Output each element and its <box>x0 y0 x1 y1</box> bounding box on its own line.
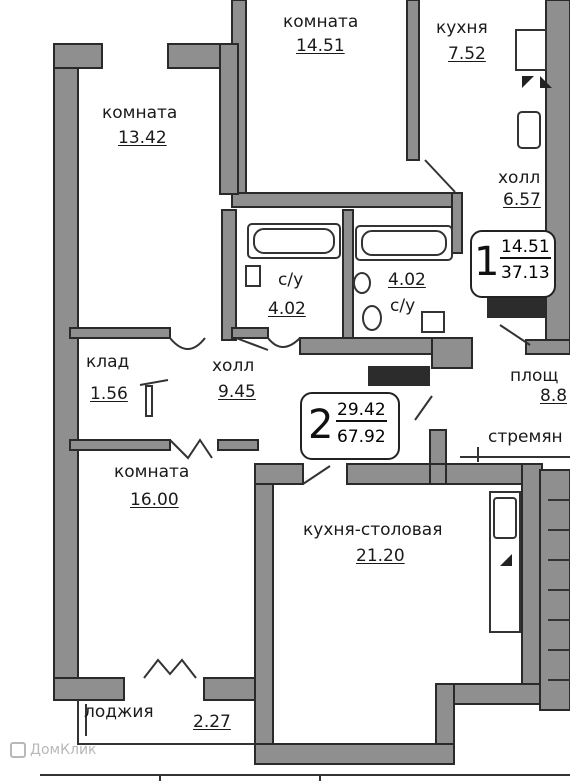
kitchen-dining-area: 21.20 <box>356 546 405 566</box>
room-bottom-name: комната <box>114 462 190 482</box>
hall-name: холл <box>212 356 255 376</box>
door-swing <box>302 465 331 485</box>
loggia-outline <box>77 700 255 745</box>
landing-name: площ <box>510 366 559 386</box>
kitchen-dining-name: кухня-столовая <box>303 520 443 540</box>
apartment-2-total-area: 67.92 <box>337 427 386 447</box>
wall <box>69 327 171 339</box>
apartment-1-total-area: 37.13 <box>501 263 550 283</box>
walls <box>53 0 570 765</box>
redaction-mark <box>368 366 430 386</box>
fixture <box>245 265 261 287</box>
wall <box>221 209 237 341</box>
hall-top-area: 6.57 <box>503 190 541 210</box>
kitchen-counter <box>489 491 521 633</box>
bathtub <box>355 225 453 261</box>
wall <box>231 192 459 208</box>
door-swing <box>424 159 456 193</box>
apartment-2-badge: 2 29.42 67.92 <box>300 392 400 460</box>
wall <box>69 439 171 451</box>
counter <box>515 29 547 71</box>
washer <box>421 311 445 333</box>
wall <box>53 43 103 69</box>
stove-icon <box>500 554 512 566</box>
redaction-mark <box>487 296 545 318</box>
door-swing <box>169 438 213 460</box>
bathtub <box>247 223 341 259</box>
wc-left-area: 4.02 <box>268 299 306 319</box>
kitchen-sink <box>493 497 517 539</box>
watermark-text: ДомКлик <box>30 742 97 758</box>
ladder-label: стремян <box>488 427 563 447</box>
door-swing <box>139 379 169 386</box>
stove-icon <box>540 76 552 88</box>
loggia-name: лоджия <box>84 702 154 722</box>
sink <box>353 272 371 294</box>
wall <box>254 743 455 765</box>
wall <box>431 337 473 369</box>
domclick-logo-icon <box>10 742 26 758</box>
storage-door <box>145 385 153 417</box>
wall <box>203 677 261 701</box>
wc-right-name: с/у <box>390 296 416 316</box>
toilet <box>362 305 382 331</box>
room-bottom-area: 16.00 <box>130 490 179 510</box>
wall <box>231 327 269 339</box>
kitchen-top-area: 7.52 <box>448 44 486 64</box>
apartment-2-number: 2 <box>308 402 334 448</box>
wall <box>53 677 125 701</box>
wall <box>342 209 354 341</box>
storage-area: 1.56 <box>90 384 128 404</box>
apartment-1-badge: 1 14.51 37.13 <box>470 230 556 298</box>
wall <box>219 43 239 195</box>
wall <box>429 463 447 485</box>
wc-left-name: с/у <box>278 270 304 290</box>
wall <box>406 0 420 161</box>
wall <box>525 339 570 355</box>
landing-area: 8.8 <box>540 386 568 406</box>
wall <box>451 192 463 254</box>
watermark: ДомКлик <box>10 742 97 758</box>
door-swing <box>169 337 206 350</box>
wc-right-area: 4.02 <box>388 270 426 290</box>
kitchen-top-name: кухня <box>436 18 488 38</box>
room-top-name: комната <box>283 12 359 32</box>
apartment-2-living-area: 29.42 <box>336 400 387 422</box>
hall-top-name: холл <box>498 168 541 188</box>
room-left-name: комната <box>102 103 178 123</box>
stove-marks <box>500 76 552 566</box>
bathtub-inner <box>361 230 447 256</box>
wall <box>53 43 79 701</box>
storage-name: клад <box>86 352 130 372</box>
sink-top <box>517 111 541 149</box>
loggia-area: 2.27 <box>193 712 231 732</box>
door-swing <box>414 395 433 421</box>
thin-lines <box>40 29 570 781</box>
bathtub-inner <box>253 228 335 254</box>
door-swing <box>499 324 531 346</box>
room-top-area: 14.51 <box>296 36 345 56</box>
room-left-area: 13.42 <box>118 128 167 148</box>
door-swing <box>267 337 301 348</box>
wall <box>217 439 259 451</box>
hall-area: 9.45 <box>218 382 256 402</box>
door-swing <box>143 658 197 679</box>
wall <box>254 463 304 485</box>
stove-icon <box>522 76 534 88</box>
apartment-1-number: 1 <box>474 239 500 285</box>
door-swing <box>235 337 269 351</box>
wall <box>254 463 274 765</box>
apartment-1-living-area: 14.51 <box>500 237 551 259</box>
wall <box>429 429 447 469</box>
